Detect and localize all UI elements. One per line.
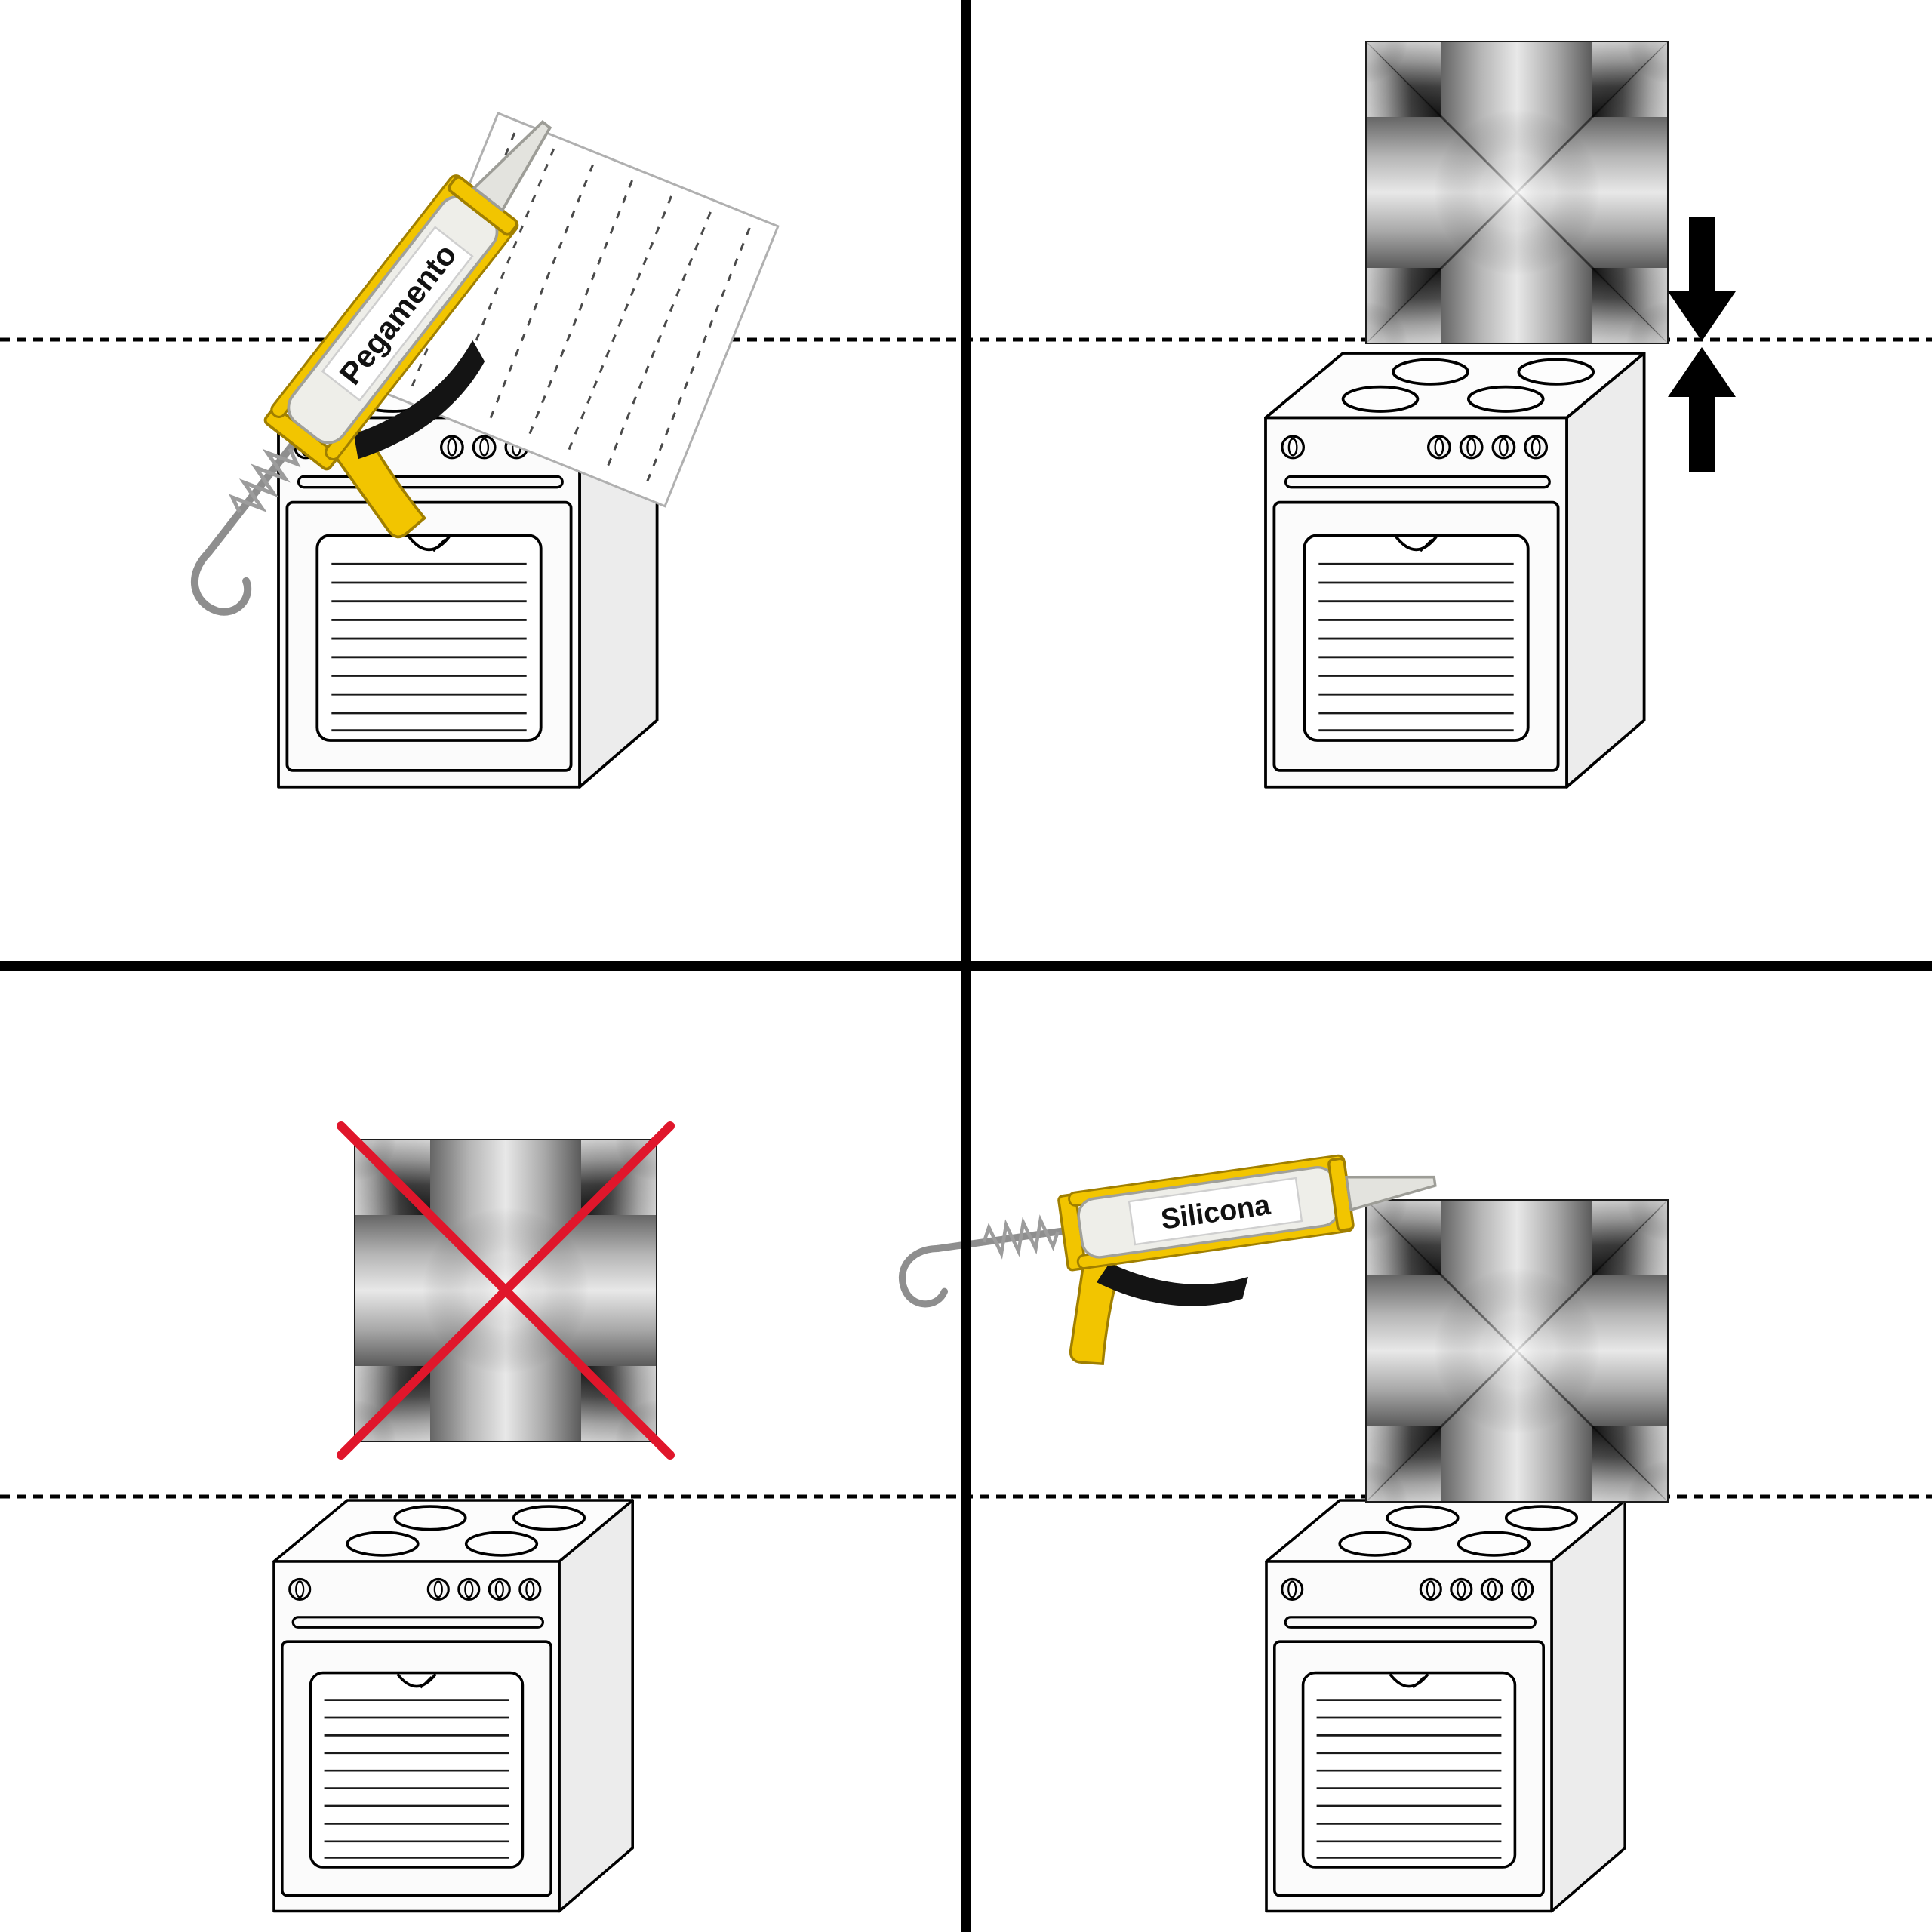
panel-top-right <box>1264 0 1743 789</box>
arrow-up-icon <box>1668 347 1736 472</box>
prohibited-cross-icon <box>337 1121 675 1460</box>
divider-horizontal <box>0 961 1932 971</box>
press-arrows <box>1668 217 1736 472</box>
panel-bottom-right: Silicona <box>894 1124 1743 1913</box>
panel-bottom-left <box>272 1064 732 1913</box>
caulking-gun-silicone: Silicona <box>894 1143 1454 1390</box>
arrow-down-icon <box>1668 217 1736 341</box>
cross-line-2 <box>337 1121 675 1460</box>
